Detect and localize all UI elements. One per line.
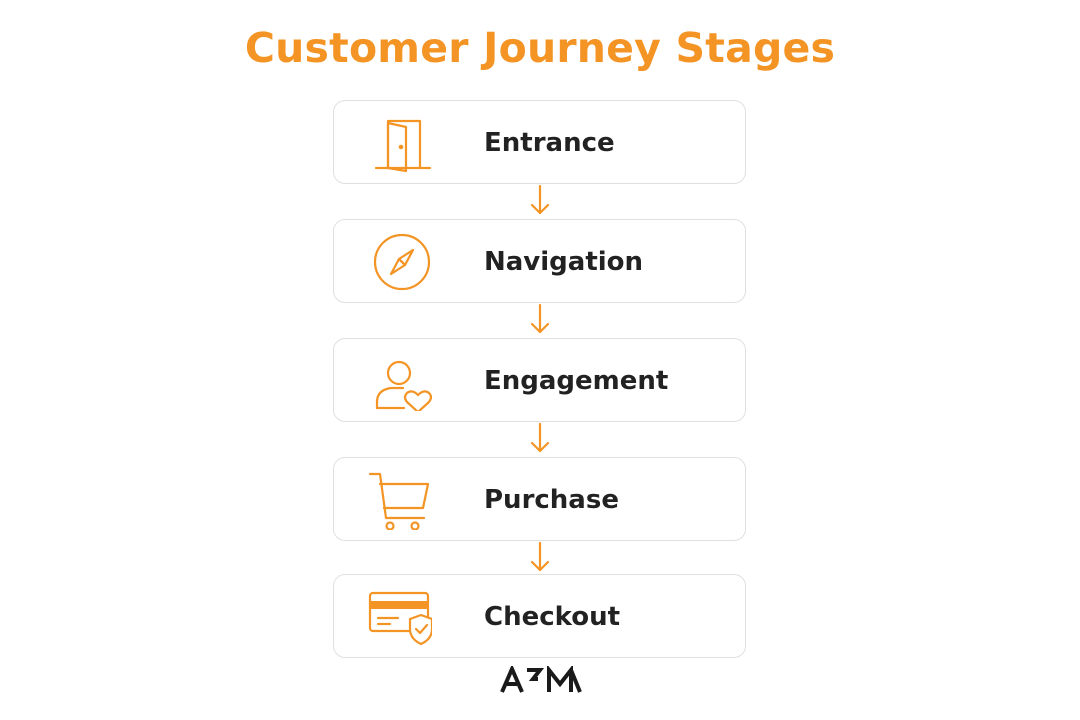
stage-card-engagement: Engagement bbox=[333, 338, 746, 422]
arrow-down-icon bbox=[528, 421, 552, 455]
shopping-cart-icon bbox=[368, 470, 432, 530]
arrow-down-icon bbox=[528, 183, 552, 217]
person-heart-icon bbox=[368, 351, 432, 411]
stage-label: Purchase bbox=[484, 485, 619, 515]
stage-card-checkout: Checkout bbox=[333, 574, 746, 658]
stage-label: Checkout bbox=[484, 602, 621, 632]
stage-card-entrance: Entrance bbox=[333, 100, 746, 184]
compass-icon bbox=[368, 232, 432, 292]
stage-label: Engagement bbox=[484, 366, 669, 396]
credit-card-shield-icon bbox=[368, 587, 432, 647]
arrow-down-icon bbox=[528, 302, 552, 336]
door-icon bbox=[368, 113, 432, 173]
stage-label: Navigation bbox=[484, 247, 644, 277]
stage-card-navigation: Navigation bbox=[333, 219, 746, 303]
stage-card-purchase: Purchase bbox=[333, 457, 746, 541]
page-title: Customer Journey Stages bbox=[244, 24, 836, 72]
stage-label: Entrance bbox=[484, 128, 615, 158]
brand-logo bbox=[500, 666, 582, 694]
arrow-down-icon bbox=[528, 540, 552, 574]
